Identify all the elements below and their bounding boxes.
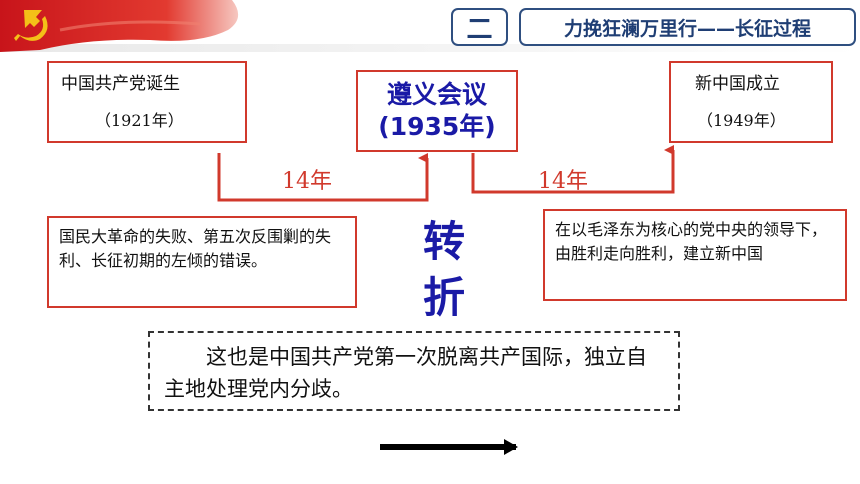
connector-left (217, 153, 429, 202)
note-after-turning-point: 在以毛泽东为核心的党中央的领导下，由胜利走向胜利，建立新中国 (543, 209, 847, 301)
event-zunyi-conference: 遵义会议 (1935年) (356, 70, 518, 152)
event-year: (1935年) (378, 112, 496, 141)
event-new-china-founding: 新中国成立 （1949年） (669, 61, 833, 143)
gap-label-left: 14年 (282, 169, 332, 194)
event-year: （1921年） (95, 111, 184, 130)
note-before-turning-point: 国民大革命的失败、第五次反围剿的失利、长征初期的左倾的错误。 (47, 216, 357, 308)
connector-right (471, 145, 675, 194)
event-party-founding: 中国共产党诞生 （1921年） (47, 61, 247, 143)
party-emblem-icon (14, 10, 48, 41)
gap-label-right: 14年 (538, 169, 588, 194)
event-year: （1949年） (697, 111, 786, 130)
section-number: 二 (451, 8, 508, 46)
event-name: 遵义会议 (386, 80, 487, 109)
section-title: 力挽狂澜万里行——长征过程 (519, 8, 856, 46)
turning-point-char-2: 折 (423, 273, 466, 322)
event-name: 中国共产党诞生 (61, 74, 180, 94)
event-name: 新中国成立 (695, 74, 780, 94)
summary-text: 这也是中国共产党第一次脱离共产国际，独立自主地处理党内分歧。 (148, 331, 680, 411)
header-banner (0, 0, 860, 52)
turning-point-char-1: 转 (423, 217, 466, 266)
